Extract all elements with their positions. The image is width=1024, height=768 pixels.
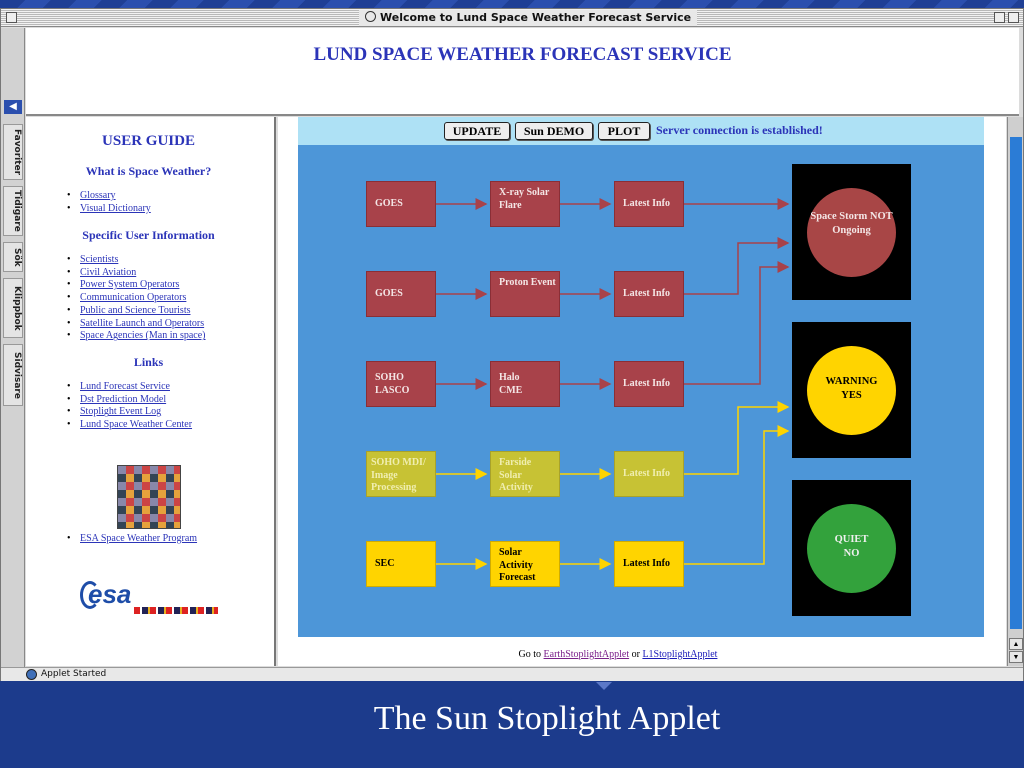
collapse-box[interactable]: [1008, 12, 1019, 23]
slide-top-stripes: [0, 0, 1024, 8]
applet-links: Go to EarthStoplightApplet or L1Stopligh…: [278, 649, 958, 660]
vertical-scrollbar[interactable]: ▲ ▼: [1007, 117, 1023, 666]
slide-notch-icon: [596, 682, 612, 690]
event-box-forecast[interactable]: Solar Activity Forecast: [490, 541, 560, 587]
title-bar[interactable]: Welcome to Lund Space Weather Forecast S…: [1, 9, 1023, 27]
what-is-list: Glossary Visual Dictionary: [67, 190, 151, 216]
status-bar: Applet Started: [1, 667, 1023, 681]
quiet-light-label: QUIET NO: [834, 534, 869, 559]
scroll-down-arrow-icon[interactable]: ▼: [1009, 651, 1023, 663]
link-tourists[interactable]: Public and Science Tourists: [67, 305, 206, 318]
user-guide-title: USER GUIDE: [102, 133, 195, 149]
source-box-goes-proton[interactable]: GOES: [366, 271, 436, 317]
zoom-box[interactable]: [994, 12, 1005, 23]
specific-info-heading: Specific User Information: [82, 228, 215, 242]
status-text: Applet Started: [41, 669, 107, 679]
globe-icon: [365, 11, 376, 22]
links-heading: Links: [133, 355, 164, 369]
explorer-bar: ◀ Favoriter Tidigare Sök Klippbok Sidvis…: [1, 28, 25, 669]
source-box-goes-xray[interactable]: GOES: [366, 181, 436, 227]
source-box-soho-lasco[interactable]: SOHO LASCO: [366, 361, 436, 407]
browser-window: Welcome to Lund Space Weather Forecast S…: [0, 8, 1024, 682]
link-glossary[interactable]: Glossary: [67, 190, 151, 203]
tab-favorites[interactable]: Favoriter: [3, 124, 23, 180]
globe-status-icon: [26, 669, 37, 680]
stoplight-canvas[interactable]: GOES X-ray Solar Flare Latest Info GOES …: [298, 145, 984, 637]
what-is-heading: What is Space Weather?: [85, 164, 212, 178]
quiet-light: QUIET NO: [807, 504, 896, 593]
esa-flags: [134, 607, 218, 614]
close-box[interactable]: [6, 12, 17, 23]
tab-scrapbook[interactable]: Klippbok: [3, 278, 23, 338]
link-civil-aviation[interactable]: Civil Aviation: [67, 267, 206, 280]
esa-list: ESA Space Weather Program: [67, 533, 197, 546]
tab-page-holder[interactable]: Sidvisare: [3, 344, 23, 406]
event-box-farside[interactable]: Farside Solar Activity: [490, 451, 560, 497]
tab-history[interactable]: Tidigare: [3, 186, 23, 236]
specific-info-list: Scientists Civil Aviation Power System O…: [67, 254, 206, 343]
event-box-xray-flare[interactable]: X-ray Solar Flare: [490, 181, 560, 227]
plot-button[interactable]: PLOT: [598, 122, 650, 140]
scroll-up-arrow-icon[interactable]: ▲: [1009, 638, 1023, 650]
event-box-halo-cme[interactable]: Halo CME: [490, 361, 560, 407]
link-dst-model[interactable]: Dst Prediction Model: [67, 394, 192, 407]
applet-frame: UPDATE Sun DEMO PLOT Server connection i…: [278, 117, 1006, 666]
explorer-toggle-icon[interactable]: ◀: [4, 100, 22, 114]
storm-light-panel: Space Storm NOT Ongoing: [792, 164, 911, 300]
link-l1-stoplight[interactable]: L1StoplightApplet: [642, 649, 718, 660]
solar-images-thumbnail[interactable]: [117, 465, 181, 529]
header-frame: LUND SPACE WEATHER FORECAST SERVICE: [26, 28, 1019, 116]
esa-logo[interactable]: esa: [78, 577, 218, 619]
link-lund-forecast[interactable]: Lund Forecast Service: [67, 381, 192, 394]
info-box-forecast[interactable]: Latest Info: [614, 541, 684, 587]
window-title-text: Welcome to Lund Space Weather Forecast S…: [380, 11, 692, 24]
link-visual-dictionary[interactable]: Visual Dictionary: [67, 203, 151, 216]
event-box-proton[interactable]: Proton Event: [490, 271, 560, 317]
sun-demo-button[interactable]: Sun DEMO: [515, 122, 593, 140]
connection-status: Server connection is established!: [656, 123, 823, 137]
tab-search[interactable]: Sök: [3, 242, 23, 272]
links-list: Lund Forecast Service Dst Prediction Mod…: [67, 381, 192, 432]
quiet-light-panel: QUIET NO: [792, 480, 911, 616]
info-box-farside[interactable]: Latest Info: [614, 451, 684, 497]
link-stoplight-log[interactable]: Stoplight Event Log: [67, 406, 192, 419]
footer-prefix: Go to: [518, 649, 542, 660]
link-communication[interactable]: Communication Operators: [67, 292, 206, 305]
link-lund-center[interactable]: Lund Space Weather Center: [67, 419, 192, 432]
window-title: Welcome to Lund Space Weather Forecast S…: [359, 10, 698, 26]
info-box-xray[interactable]: Latest Info: [614, 181, 684, 227]
storm-light-label: Space Storm NOT Ongoing: [810, 211, 893, 236]
footer-or: or: [631, 649, 640, 660]
applet-toolbar: UPDATE Sun DEMO PLOT Server connection i…: [298, 117, 984, 145]
warning-light-panel: WARNING YES: [792, 322, 911, 458]
site-title: LUND SPACE WEATHER FORECAST SERVICE: [313, 44, 732, 65]
source-box-sec[interactable]: SEC: [366, 541, 436, 587]
link-space-agencies[interactable]: Space Agencies (Man in space): [67, 330, 205, 343]
storm-light: Space Storm NOT Ongoing: [807, 188, 896, 277]
slide-caption: The Sun Stoplight Applet: [373, 700, 721, 737]
link-satellite[interactable]: Satellite Launch and Operators: [67, 318, 206, 331]
link-power-system[interactable]: Power System Operators: [67, 279, 206, 292]
source-box-soho-mdi[interactable]: SOHO MDI/ Image Processing: [366, 451, 436, 497]
update-button[interactable]: UPDATE: [444, 122, 510, 140]
flow-arrows: [436, 198, 790, 570]
warning-light: WARNING YES: [807, 346, 896, 435]
slide-caption-band: [0, 681, 1024, 768]
link-earth-stoplight[interactable]: EarthStoplightApplet: [543, 649, 630, 660]
info-box-cme[interactable]: Latest Info: [614, 361, 684, 407]
scroll-thumb[interactable]: [1010, 137, 1022, 629]
esa-ring-icon: [80, 581, 100, 609]
user-guide-frame: USER GUIDE What is Space Weather? Glossa…: [26, 117, 276, 666]
link-esa-program[interactable]: ESA Space Weather Program: [67, 533, 197, 546]
info-box-proton[interactable]: Latest Info: [614, 271, 684, 317]
warning-light-label: WARNING YES: [825, 376, 878, 401]
esa-logo-text: esa: [88, 579, 132, 609]
link-scientists[interactable]: Scientists: [67, 254, 206, 267]
